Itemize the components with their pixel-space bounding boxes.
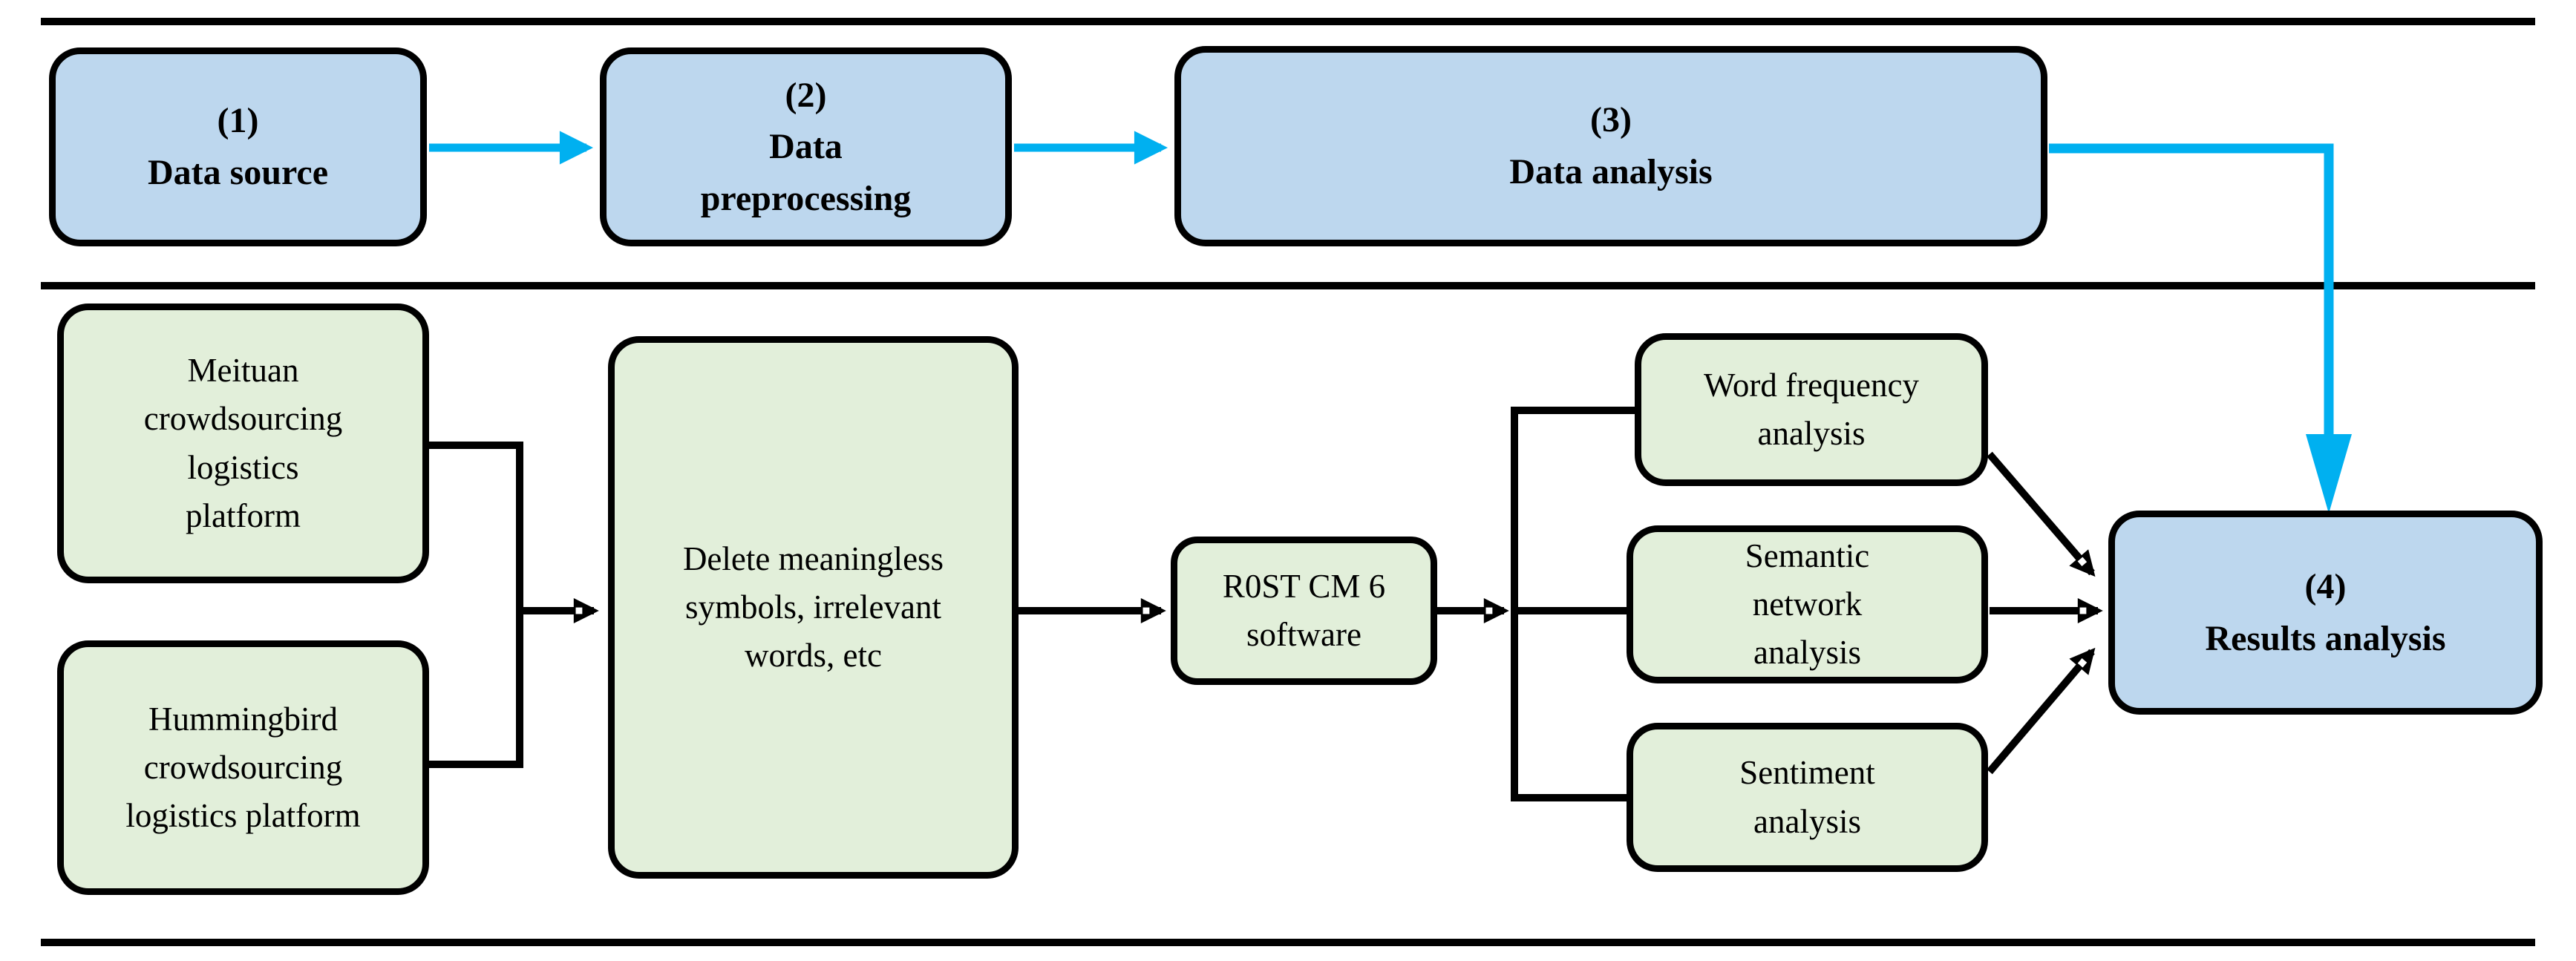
box-label: Sentiment analysis bbox=[1739, 754, 1875, 840]
stage-box-data-analysis: (3) Data analysis bbox=[1174, 46, 2047, 246]
stage-number: (2) bbox=[785, 75, 827, 115]
step-box-rost-software: R0ST CM 6 software bbox=[1171, 537, 1437, 685]
source-box-hummingbird: Hummingbird crowdsourcing logistics plat… bbox=[57, 640, 429, 895]
stage-number: (3) bbox=[1590, 100, 1632, 140]
box-label: Meituan crowdsourcing logistics platform bbox=[143, 352, 343, 534]
analysis-box-semantic-network: Semantic network analysis bbox=[1627, 525, 1988, 683]
arrow-analysis-to-results bbox=[2049, 143, 2352, 514]
source-box-meituan: Meituan crowdsourcing logistics platform bbox=[57, 304, 429, 583]
stage-label: Data preprocessing bbox=[700, 127, 912, 218]
box-label: Hummingbird crowdsourcing logistics plat… bbox=[125, 700, 361, 835]
analysis-split-bracket bbox=[1511, 407, 1638, 801]
box-label: Delete meaningless symbols, irrelevant w… bbox=[682, 539, 944, 675]
arrow-sentiment-to-results bbox=[1987, 647, 2096, 775]
stage-label: Data analysis bbox=[1509, 152, 1713, 191]
stage-box-results-analysis: (4) Results analysis bbox=[2108, 511, 2543, 715]
stage-label: Results analysis bbox=[2205, 618, 2446, 658]
frame-rules bbox=[41, 18, 2535, 946]
stage-box-data-source: (1) Data source bbox=[49, 47, 427, 246]
stage-number: (4) bbox=[2304, 566, 2347, 606]
box-label: Word frequency analysis bbox=[1704, 366, 1919, 452]
arrow-word-frequency-to-results bbox=[1987, 451, 2096, 577]
analysis-box-sentiment: Sentiment analysis bbox=[1627, 723, 1988, 872]
box-label: Semantic network analysis bbox=[1745, 537, 1870, 672]
stage-label: Data source bbox=[147, 153, 329, 192]
stage-number: (1) bbox=[217, 101, 259, 141]
stage-box-data-preprocessing: (2) Data preprocessing bbox=[600, 47, 1012, 246]
step-box-delete-symbols: Delete meaningless symbols, irrelevant w… bbox=[608, 336, 1019, 879]
box-label: R0ST CM 6 software bbox=[1222, 567, 1386, 653]
analysis-box-word-frequency: Word frequency analysis bbox=[1635, 333, 1988, 486]
sources-merge-bracket bbox=[429, 442, 599, 768]
